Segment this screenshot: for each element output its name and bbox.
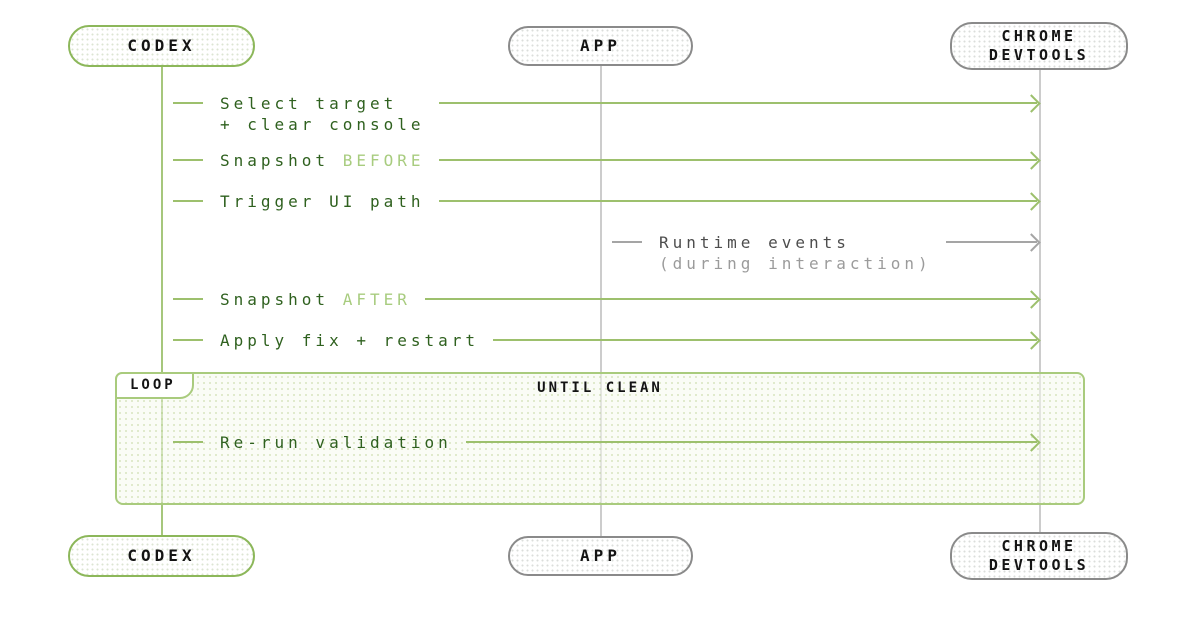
message-start-tick — [173, 102, 203, 104]
message-label: Re-run validation — [220, 433, 452, 452]
actor-codex-bottom: CODEX — [68, 535, 255, 577]
message-snapshot-before: Snapshot BEFORE — [173, 150, 1041, 171]
loop-fragment: LOOP UNTIL CLEAN — [115, 372, 1085, 505]
arrow-right-icon — [1022, 331, 1041, 350]
message-label: Select target+ clear console — [220, 94, 425, 134]
message-start-tick — [173, 441, 203, 443]
message-label-accent: BEFORE — [342, 151, 425, 170]
message-apply-fix: Apply fix + restart — [173, 330, 1041, 351]
message-runtime-events: Runtime events(during interaction) — [612, 232, 1041, 274]
message-arrow-line — [493, 331, 1041, 350]
message-arrow-line — [465, 433, 1041, 452]
arrow-right-icon — [1022, 290, 1041, 309]
message-start-tick — [173, 200, 203, 202]
actor-devtools-top: CHROME DEVTOOLS — [950, 22, 1128, 70]
actor-devtools-bottom: CHROME DEVTOOLS — [950, 532, 1128, 580]
message-arrow-line — [438, 94, 1041, 113]
message-start-tick — [612, 241, 642, 243]
message-label-accent: AFTER — [342, 290, 411, 309]
message-label: Snapshot AFTER — [220, 290, 411, 309]
lifeline-app — [600, 66, 602, 536]
arrow-right-icon — [1022, 233, 1041, 252]
message-rerun-validation: Re-run validation — [173, 432, 1041, 453]
message-select-target: Select target+ clear console — [173, 93, 1041, 135]
actor-app-top: APP — [508, 26, 693, 66]
message-arrow-line — [438, 192, 1041, 211]
loop-tag: LOOP — [115, 372, 194, 399]
lifeline-codex — [161, 67, 163, 535]
message-snapshot-after: Snapshot AFTER — [173, 289, 1041, 310]
message-label: Snapshot BEFORE — [220, 151, 425, 170]
lifeline-devtools — [1039, 70, 1041, 532]
message-trigger-ui-path: Trigger UI path — [173, 191, 1041, 212]
message-label: Apply fix + restart — [220, 331, 480, 350]
message-label: Runtime events(during interaction) — [659, 233, 932, 273]
message-arrow-line — [438, 151, 1041, 170]
message-arrow-line — [945, 233, 1041, 252]
message-label: Trigger UI path — [220, 192, 425, 211]
arrow-right-icon — [1022, 151, 1041, 170]
message-start-tick — [173, 339, 203, 341]
arrow-right-icon — [1022, 192, 1041, 211]
message-start-tick — [173, 159, 203, 161]
actor-app-bottom: APP — [508, 536, 693, 576]
arrow-right-icon — [1022, 94, 1041, 113]
actor-codex-top: CODEX — [68, 25, 255, 67]
message-start-tick — [173, 298, 203, 300]
message-arrow-line — [424, 290, 1041, 309]
loop-condition: UNTIL CLEAN — [537, 380, 663, 396]
